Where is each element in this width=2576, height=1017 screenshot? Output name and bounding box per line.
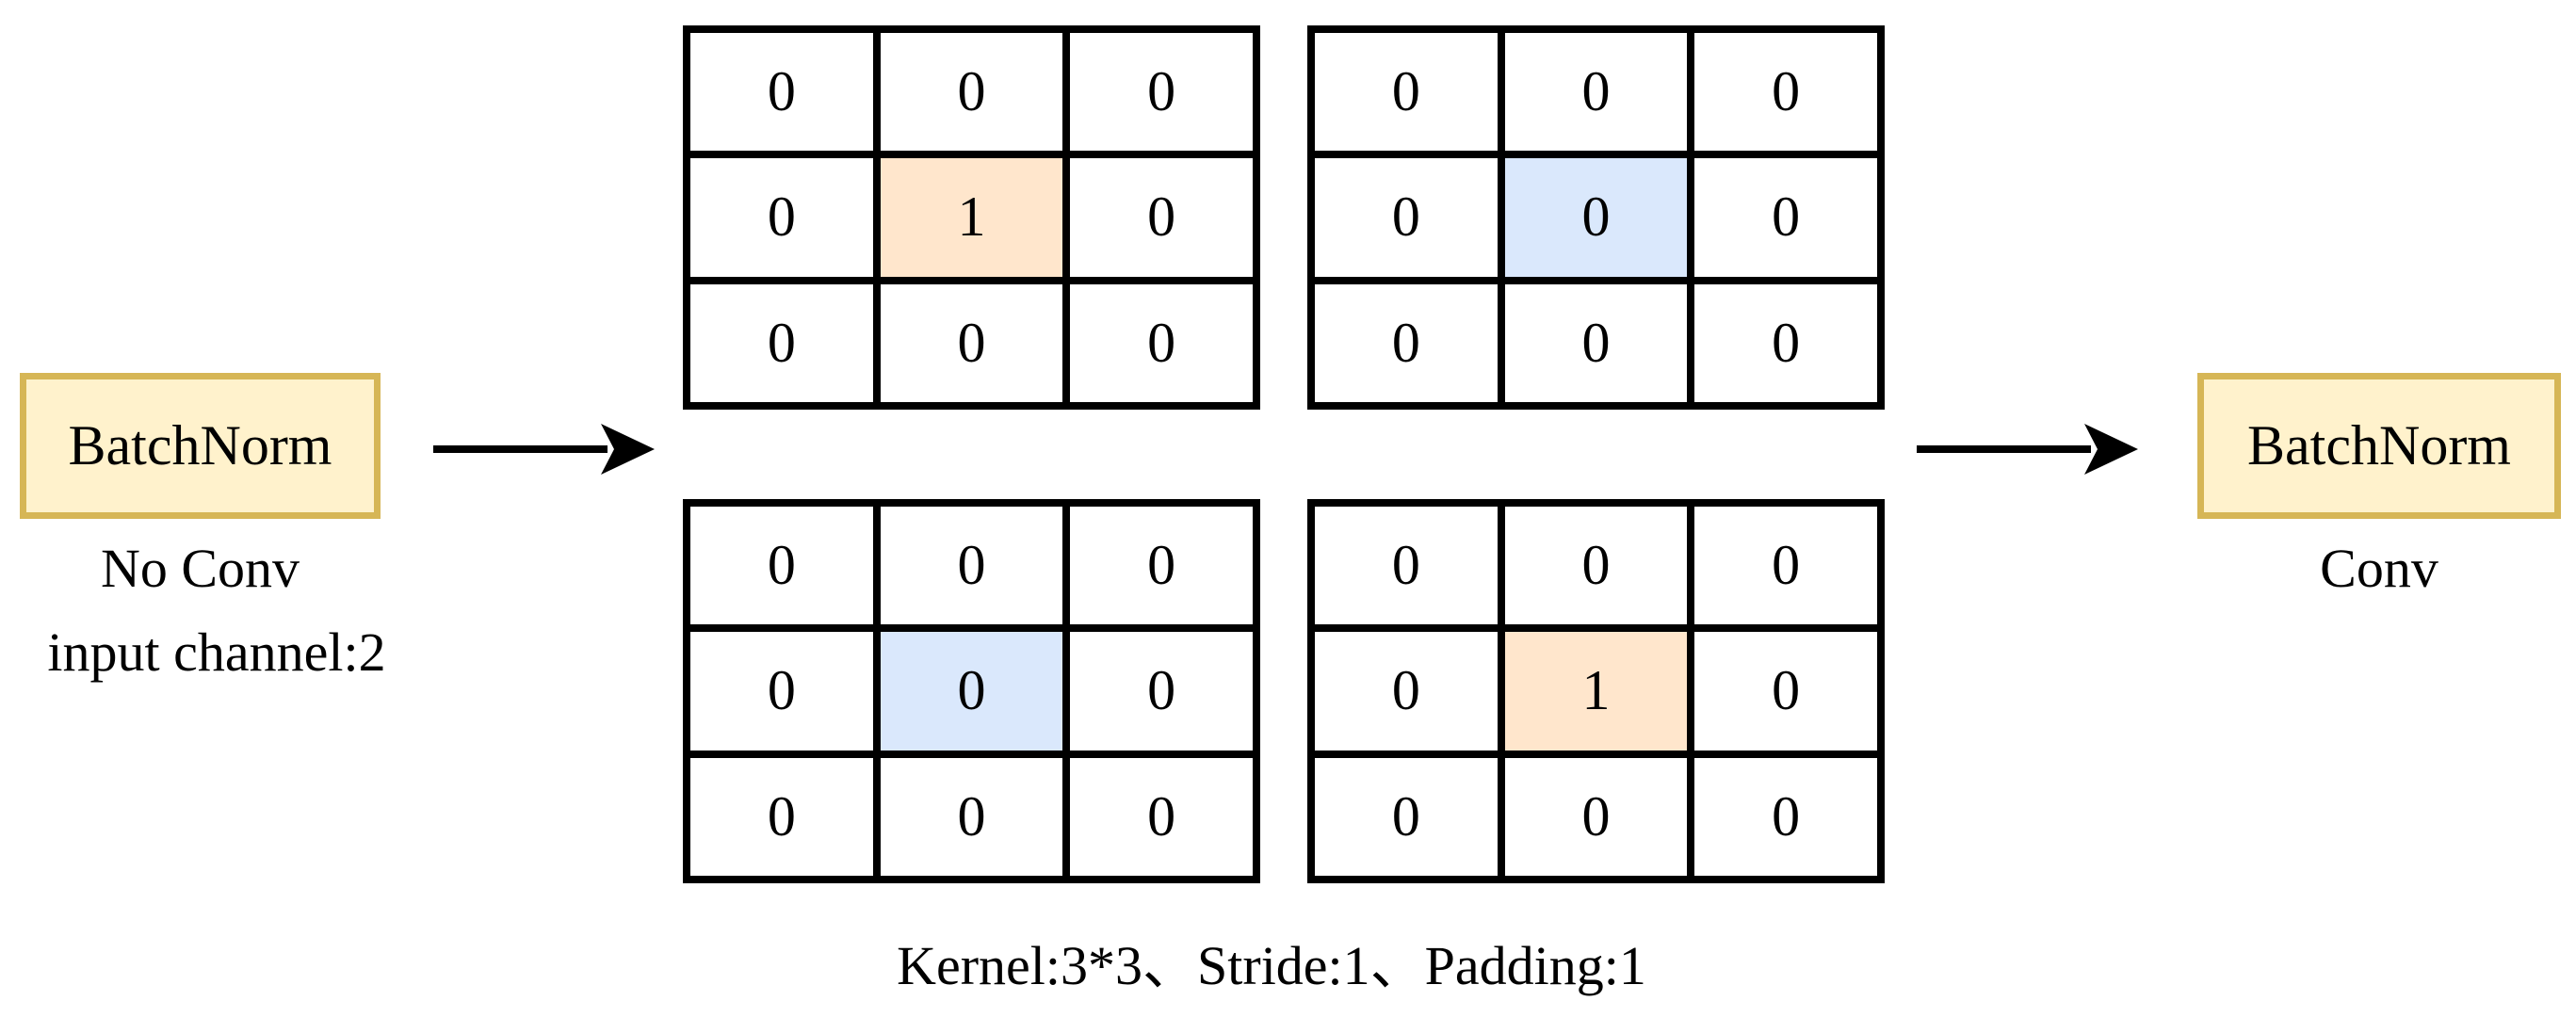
kernel-cell: 0 (880, 283, 1071, 410)
conv-caption: Conv (2320, 538, 2438, 599)
input-channel-caption: input channel:2 (47, 622, 386, 683)
kernel-cell: 0 (1504, 757, 1695, 883)
kernel-cell: 0 (1504, 33, 1695, 159)
kernel-cell: 0 (1315, 632, 1505, 758)
batchnorm-conv-label: BatchNorm (2247, 414, 2511, 476)
batchnorm-no-conv-box: BatchNorm (20, 373, 381, 519)
kernel-cell: 0 (1070, 632, 1260, 758)
kernel-cell: 0 (1315, 33, 1505, 159)
kernel-cell: 0 (1694, 757, 1885, 883)
kernel-cell: 0 (1694, 507, 1885, 633)
kernel-cell: 0 (690, 158, 881, 284)
kernel-center-cell: 0 (880, 632, 1071, 758)
kernel-cell: 0 (1070, 33, 1260, 159)
kernel-cell: 0 (1694, 283, 1885, 410)
kernel-cell: 0 (690, 283, 881, 410)
left-arrow-icon (433, 424, 655, 475)
kernel-cell: 0 (880, 507, 1071, 633)
kernel-center-cell: 1 (880, 158, 1071, 284)
kernel-cell: 0 (690, 33, 881, 159)
kernel-cell: 0 (1315, 158, 1505, 284)
kernel-cell: 0 (1694, 632, 1885, 758)
no-conv-caption: No Conv (100, 538, 300, 599)
kernel-cell: 0 (690, 757, 881, 883)
kernel-cell: 0 (1504, 283, 1695, 410)
kernel-cell: 0 (1070, 507, 1260, 633)
kernel-cell: 0 (880, 757, 1071, 883)
kernel-cell: 0 (1070, 283, 1260, 410)
kernel-cell: 0 (880, 33, 1071, 159)
kernel-cell: 0 (1070, 158, 1260, 284)
kernel-cell: 0 (1315, 507, 1505, 633)
kernel-cell: 0 (1315, 283, 1505, 410)
batchnorm-no-conv-label: BatchNorm (68, 414, 332, 476)
right-arrow-icon (1917, 424, 2138, 475)
kernel-cell: 0 (1694, 158, 1885, 284)
kernel-cell: 0 (1315, 757, 1505, 883)
kernel-params-caption: Kernel:3*3、Stride:1、Padding:1 (897, 935, 1646, 996)
kernel-center-cell: 1 (1504, 632, 1695, 758)
kernel-center-cell: 0 (1504, 158, 1695, 284)
kernel-cell: 0 (690, 632, 881, 758)
batchnorm-conv-box: BatchNorm (2197, 373, 2561, 519)
kernel-cell: 0 (1504, 507, 1695, 633)
kernel-cell: 0 (690, 507, 881, 633)
kernel-cell: 0 (1694, 33, 1885, 159)
kernel-cell: 0 (1070, 757, 1260, 883)
